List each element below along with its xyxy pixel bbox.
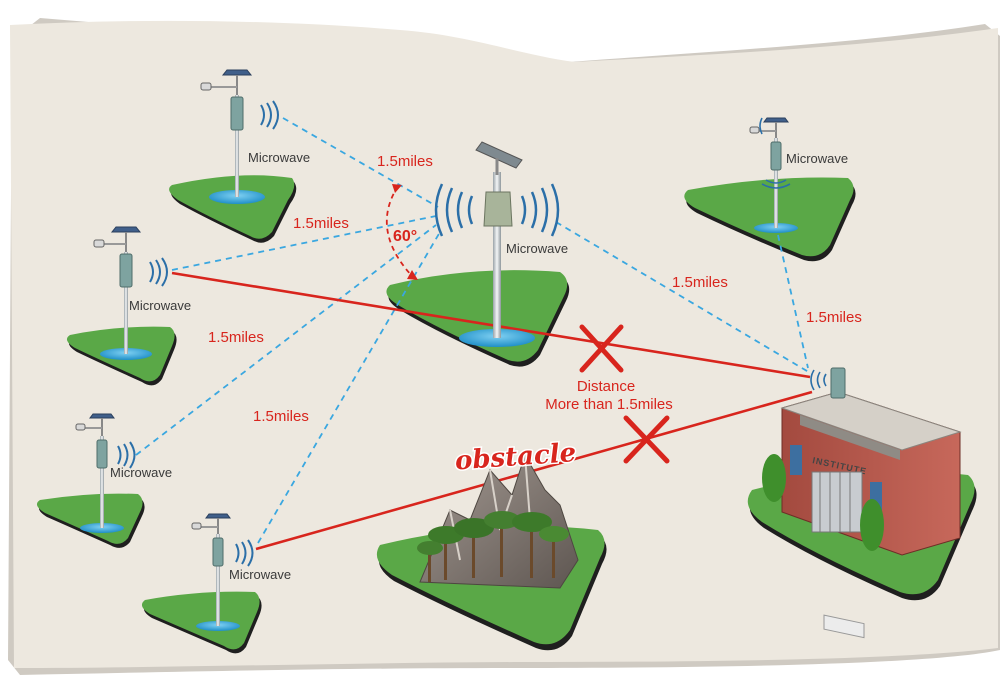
link-2-center	[171, 215, 437, 271]
antenna-icon	[770, 141, 782, 171]
distance-label-1: 1.5miles	[377, 153, 433, 170]
angle-indicator: 60°	[385, 184, 418, 280]
microwave-label-top-right: Microwave	[786, 151, 848, 166]
signal-waves-icon	[260, 100, 279, 130]
microwave-site-1	[200, 69, 279, 204]
signal-waves-icon	[235, 539, 254, 567]
island-top-right	[684, 177, 856, 262]
central-relay	[434, 141, 560, 347]
distance-warning-line1: Distance	[577, 378, 635, 395]
signal-waves-icon	[520, 183, 560, 237]
antenna-icon	[230, 96, 244, 131]
microwave-label-4: Microwave	[229, 567, 291, 582]
antenna-icon	[830, 367, 846, 399]
antenna-icon	[96, 439, 108, 469]
link-1-center	[282, 117, 439, 208]
building-antenna	[810, 367, 846, 399]
distance-label-4: 1.5miles	[253, 408, 309, 425]
pole	[235, 95, 239, 197]
island-1	[169, 175, 297, 243]
microwave-label-center: Microwave	[506, 241, 568, 256]
microwave-site-top-right	[749, 117, 798, 233]
antenna-icon	[212, 537, 224, 567]
link-center-building	[555, 221, 813, 375]
link-topright-building	[777, 234, 809, 369]
distance-label-5: 1.5miles	[672, 274, 728, 291]
distance-label-3: 1.5miles	[208, 329, 264, 346]
distance-warning-line2: More than 1.5miles	[545, 396, 673, 413]
camera-icon	[191, 522, 218, 530]
signal-waves-icon	[434, 183, 474, 237]
link-3-center	[135, 224, 437, 456]
microwave-site-3	[75, 413, 136, 533]
solar-panel-icon	[475, 141, 523, 175]
distance-warning: Distance More than 1.5miles	[545, 378, 673, 413]
microwave-site-2	[93, 226, 168, 360]
building-sign-board	[823, 614, 865, 639]
distance-labels: 1.5miles 1.5miles 1.5miles 1.5miles 1.5m…	[208, 153, 862, 425]
distance-label-6: 1.5miles	[806, 309, 862, 326]
link-4-center	[257, 231, 441, 544]
tree-icon	[762, 454, 884, 551]
building-icon: INSTITUTE	[762, 391, 962, 639]
signal-waves-icon	[759, 117, 763, 135]
signal-waves-icon	[810, 369, 827, 391]
building-entrance	[811, 471, 863, 533]
microwave-label-2: Microwave	[129, 298, 191, 313]
microwave-labels: Microwave Microwave Microwave Microwave …	[110, 150, 848, 582]
solar-panel-icon	[221, 69, 253, 95]
pole	[493, 172, 501, 338]
camera-icon	[93, 239, 126, 248]
signal-waves-icon	[761, 179, 791, 189]
antenna-icon	[119, 253, 133, 288]
cross-mark-icon	[623, 415, 670, 464]
microwave-label-3: Microwave	[110, 465, 172, 480]
microwave-site-4	[191, 513, 254, 631]
distance-label-2: 1.5miles	[293, 215, 349, 232]
signal-waves-icon	[149, 257, 168, 287]
camera-icon	[200, 82, 237, 91]
solar-panel-icon	[110, 226, 142, 252]
cross-mark-icon	[579, 324, 624, 373]
signal-waves-icon	[117, 441, 136, 469]
antenna-icon	[483, 191, 513, 227]
tree-icon	[417, 511, 569, 582]
link-2-building-fail	[171, 271, 811, 379]
microwave-label-1: Microwave	[248, 150, 310, 165]
angle-label: 60°	[393, 228, 417, 245]
links-ok	[135, 117, 813, 544]
camera-icon	[75, 423, 102, 431]
